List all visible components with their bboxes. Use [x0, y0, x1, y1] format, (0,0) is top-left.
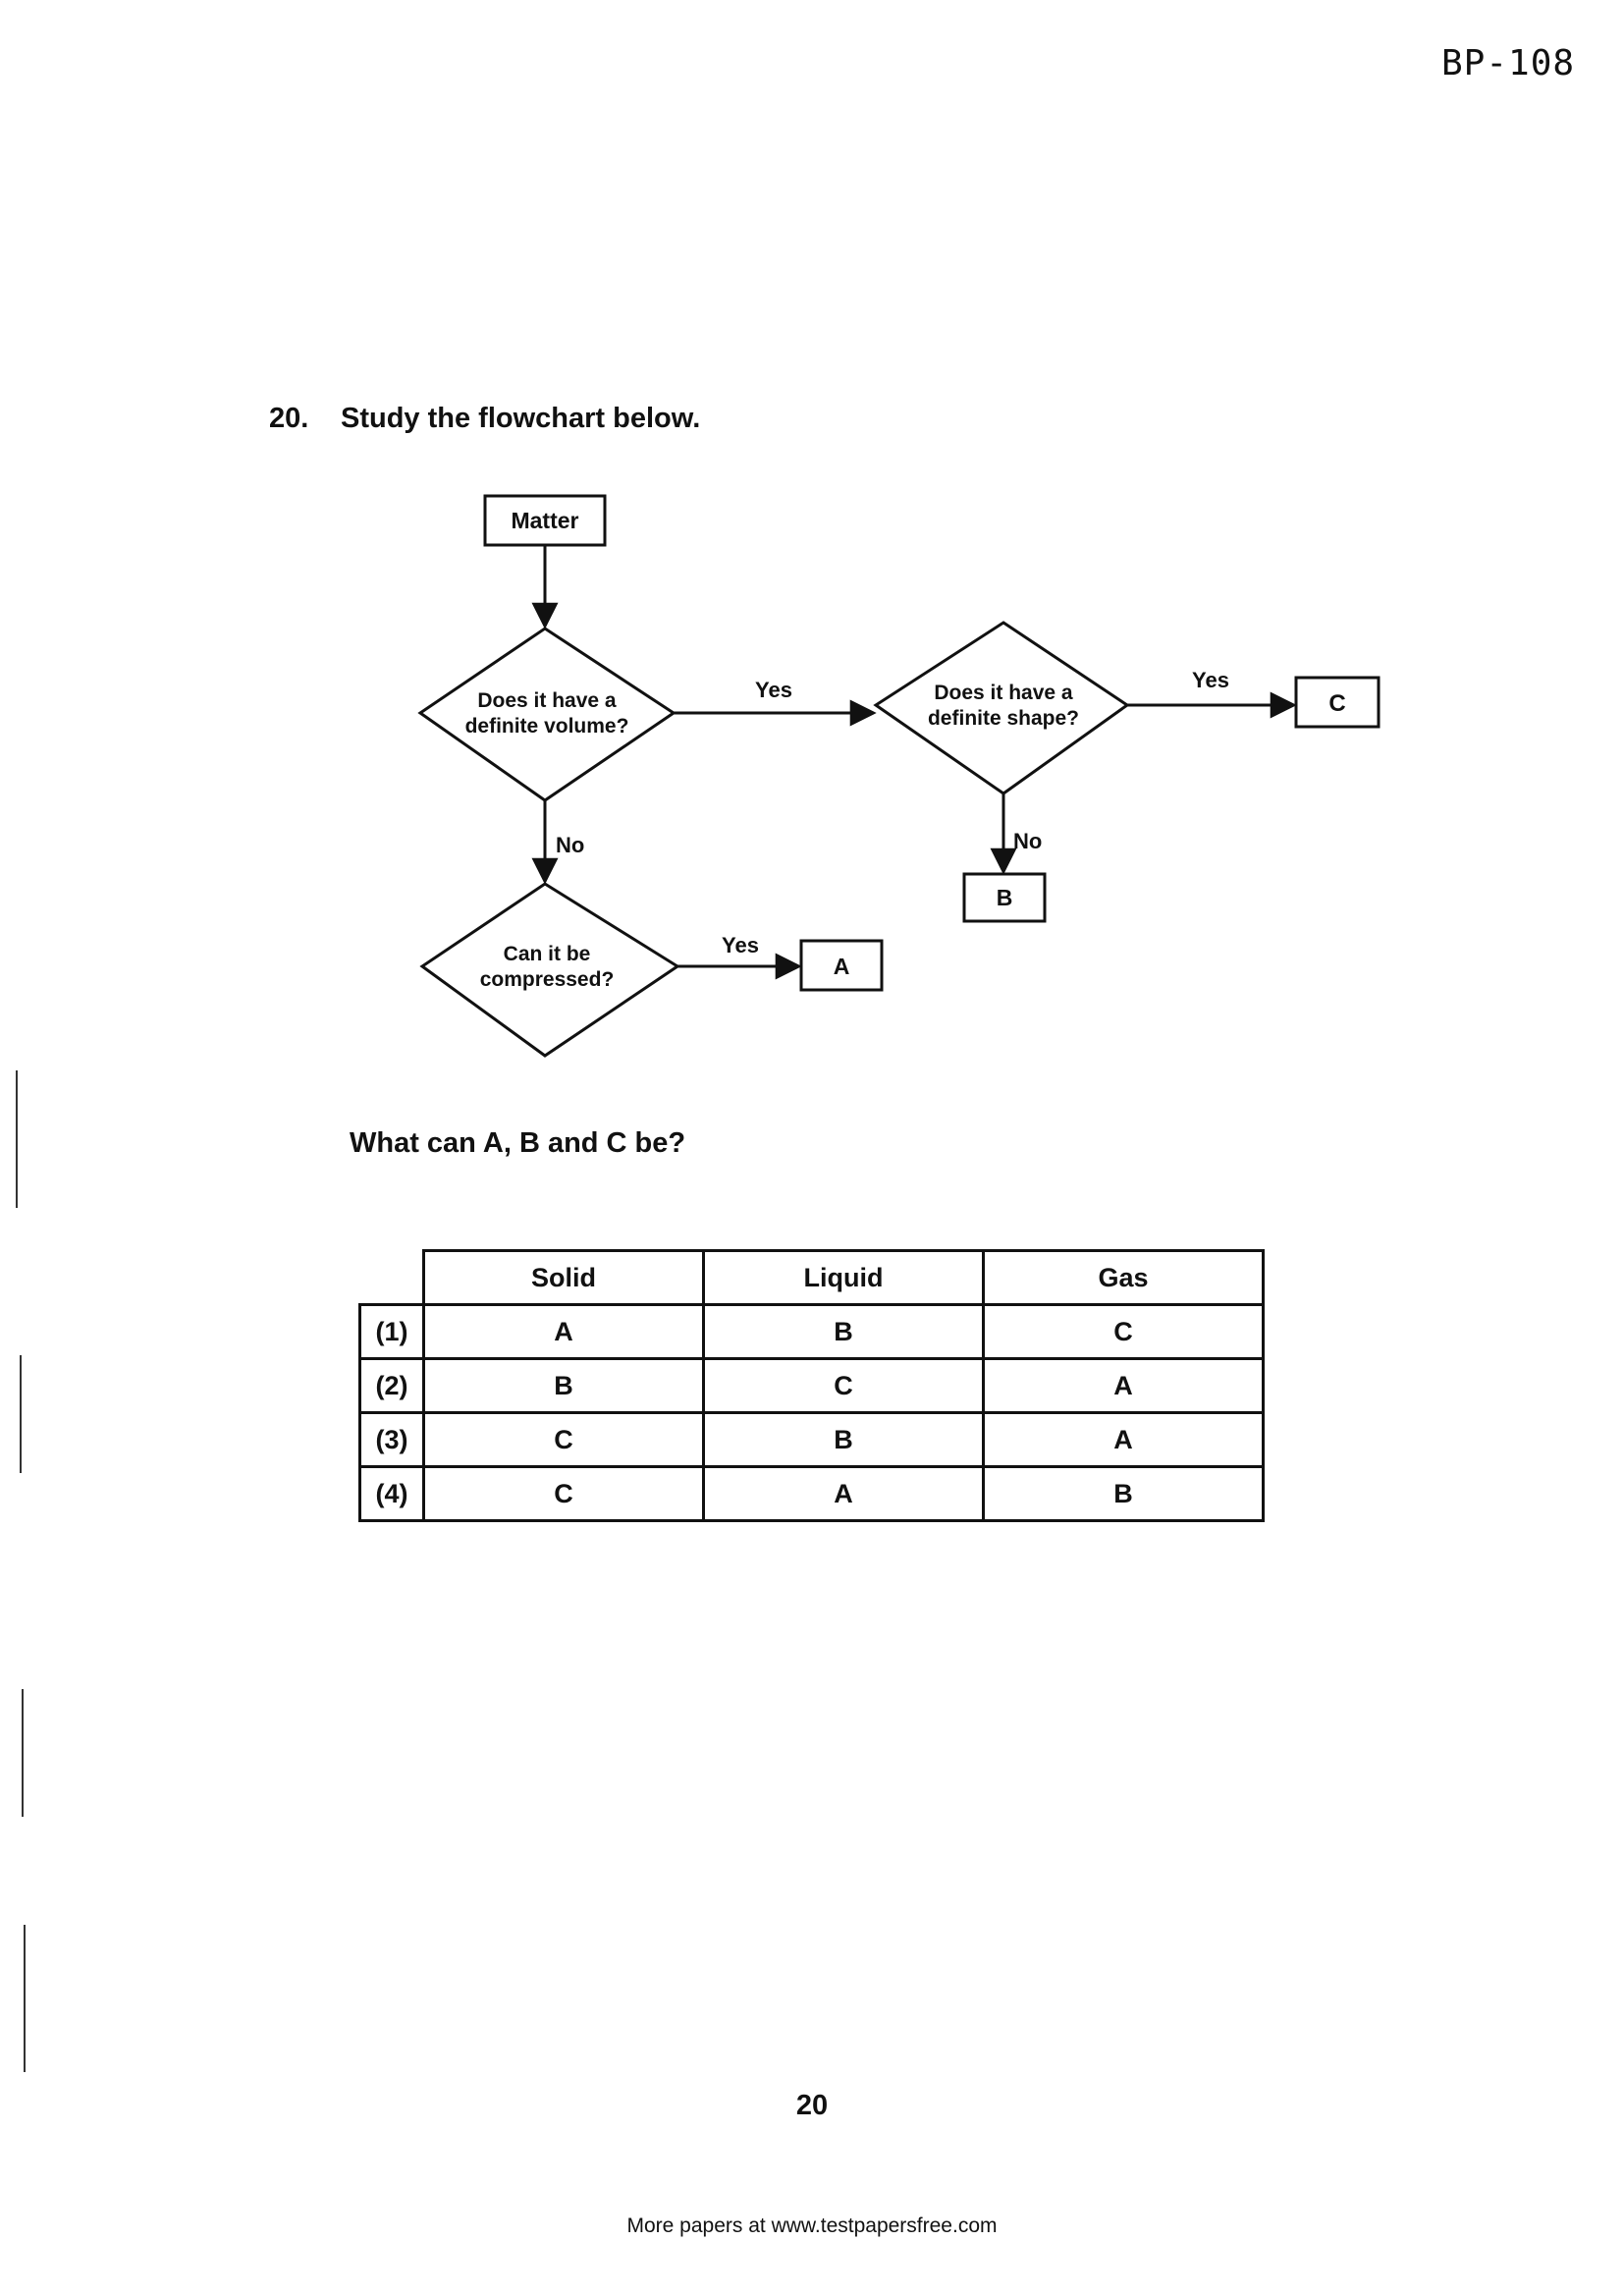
cell-solid: C: [422, 1411, 705, 1468]
sub-question: What can A, B and C be?: [350, 1127, 686, 1159]
scan-artifact: [22, 1689, 24, 1817]
cell-gas: A: [982, 1411, 1265, 1468]
decision-compress-line2: compressed?: [480, 968, 615, 991]
label-shape-yes: Yes: [1192, 668, 1229, 692]
scan-artifact: [20, 1355, 22, 1473]
scan-artifact: [24, 1925, 26, 2072]
decision-volume-line2: definite volume?: [465, 715, 629, 738]
cell-liquid: B: [702, 1411, 985, 1468]
decision-compress-line1: Can it be: [504, 943, 591, 965]
option-label: (3): [358, 1411, 425, 1468]
cell-liquid: C: [702, 1357, 985, 1414]
cell-gas: C: [982, 1303, 1265, 1360]
cell-solid: B: [422, 1357, 705, 1414]
decision-volume-line1: Does it have a: [477, 689, 617, 712]
table-row: (1) A B C: [358, 1303, 1265, 1360]
table-corner: [360, 1251, 424, 1305]
header-liquid: Liquid: [702, 1249, 985, 1306]
output-b-label: B: [997, 885, 1013, 910]
output-b-box: [962, 872, 1047, 923]
cell-solid: A: [422, 1303, 705, 1360]
cell-liquid: A: [702, 1465, 985, 1522]
cell-liquid: B: [702, 1303, 985, 1360]
table-row: (4) C A B: [358, 1465, 1265, 1522]
footer-source: More papers at www.testpapersfree.com: [626, 2214, 998, 2237]
cell-solid: C: [422, 1465, 705, 1522]
cell-gas: A: [982, 1357, 1265, 1414]
table-row: (3) C B A: [358, 1411, 1265, 1468]
output-c-label: C: [1328, 690, 1345, 717]
output-a-label: A: [834, 954, 850, 979]
label-compress-yes: Yes: [722, 933, 759, 957]
label-volume-no: No: [556, 833, 584, 857]
cell-gas: B: [982, 1465, 1265, 1522]
header-solid: Solid: [422, 1249, 705, 1306]
option-label: (1): [358, 1303, 425, 1360]
option-label: (2): [358, 1357, 425, 1414]
flowchart: Matter Does it have a definite volume? Y…: [417, 494, 1380, 1058]
question-number: 20.: [269, 403, 309, 434]
matter-label: Matter: [511, 508, 578, 533]
decision-compress: [419, 882, 680, 1058]
header-gas: Gas: [982, 1249, 1265, 1306]
question-prompt: Study the flowchart below.: [341, 403, 701, 434]
option-label: (4): [358, 1465, 425, 1522]
answer-table: Solid Liquid Gas (1) A B C (2) B C A (3)…: [358, 1249, 1265, 1522]
decision-shape-line1: Does it have a: [934, 682, 1073, 704]
output-c-box: [1294, 676, 1380, 729]
page-number: 20: [795, 2090, 829, 2121]
label-shape-no: No: [1013, 829, 1042, 853]
table-row: (2) B C A: [358, 1357, 1265, 1414]
table-header-row: Solid Liquid Gas: [360, 1249, 1265, 1306]
scan-artifact: [16, 1070, 18, 1208]
paper-code: BP-108: [1441, 43, 1576, 83]
decision-shape-line2: definite shape?: [928, 707, 1079, 730]
label-volume-yes: Yes: [755, 678, 792, 702]
output-a-box: [799, 939, 884, 992]
